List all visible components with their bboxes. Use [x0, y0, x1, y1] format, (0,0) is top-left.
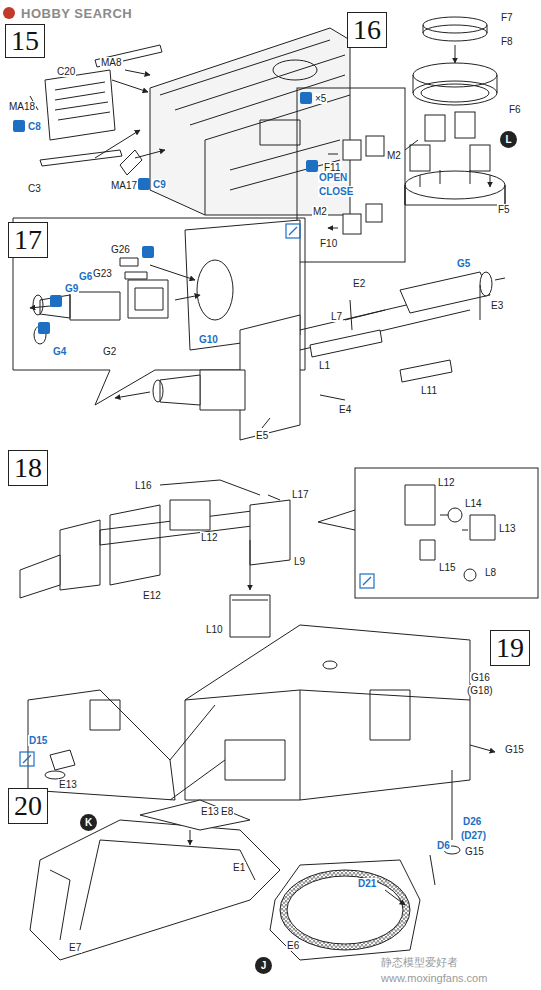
part-number: G5 [456, 258, 471, 269]
part-number: E13 [200, 806, 220, 817]
part-number: L8 [484, 567, 497, 578]
watermark: www.moxingfans.com [380, 972, 488, 985]
part-number: G16 [470, 672, 491, 683]
part-number: L17 [291, 489, 310, 500]
cement-icon [13, 92, 318, 334]
part-number: L12 [437, 477, 456, 488]
part-number: L7 [330, 311, 343, 322]
part-number: ×5 [314, 93, 327, 104]
line-art [3, 7, 538, 960]
node-text: 17 [9, 223, 47, 256]
part-number: E4 [338, 404, 352, 415]
part-number: L9 [293, 556, 306, 567]
node-text: 16 [348, 13, 386, 46]
part-number: MA17 [110, 180, 138, 191]
part-number: M2 [386, 150, 402, 161]
step-number-box: 15 [5, 24, 45, 58]
part-number: M2 [312, 206, 328, 217]
watermark: 静态模型爱好者 [380, 956, 459, 969]
step-number-box: 17 [8, 222, 48, 258]
part-number: C8 [27, 121, 42, 132]
node-text: L [500, 131, 517, 148]
part-number: G10 [198, 334, 219, 345]
part-number: MA18 [8, 101, 36, 112]
node-text: 20 [9, 789, 47, 822]
step-number-box: 19 [490, 630, 530, 666]
part-number: F6 [508, 104, 522, 115]
part-number: G15 [464, 846, 485, 857]
part-number: E3 [490, 300, 504, 311]
part-number: L15 [438, 562, 457, 573]
part-number: G9 [64, 283, 79, 294]
node-text: 18 [9, 451, 47, 484]
paint-icon [20, 224, 374, 766]
part-number: G4 [52, 346, 67, 357]
site-logo-text: HOBBY SEARCH [20, 6, 133, 21]
part-number: L12 [200, 532, 219, 543]
part-number: E6 [286, 940, 300, 951]
part-number: L13 [498, 523, 517, 534]
part-number: (D27) [460, 830, 487, 841]
part-number: G2 [102, 346, 117, 357]
node-text: 19 [491, 631, 529, 664]
part-number: C9 [152, 179, 167, 190]
part-number: F8 [500, 36, 514, 47]
part-number: L11 [420, 385, 438, 396]
part-number: E5 [255, 430, 269, 441]
part-number: C3 [27, 183, 42, 194]
part-number: G23 [92, 268, 113, 279]
step-number-box: 20 [8, 788, 48, 824]
callout-circle: J [255, 957, 272, 974]
part-number: E1 [232, 862, 246, 873]
part-number: L16 [134, 480, 153, 491]
part-number: D21 [357, 878, 377, 889]
part-number: OPEN [318, 172, 348, 183]
part-number: D26 [462, 816, 482, 827]
part-number: L1 [318, 360, 331, 371]
callout-circle: L [500, 131, 517, 148]
step-number-box: 18 [8, 450, 48, 486]
part-number: E7 [68, 942, 82, 953]
part-number: MA8 [100, 57, 123, 68]
part-number: F5 [497, 204, 511, 215]
part-number: E12 [142, 590, 162, 601]
node-text: K [80, 814, 97, 831]
part-number: E8 [220, 806, 234, 817]
part-number: G6 [78, 271, 93, 282]
part-number: C20 [56, 66, 76, 77]
part-number: D15 [28, 735, 48, 746]
step-number-box: 16 [347, 12, 387, 48]
part-number: CLOSE [318, 186, 354, 197]
part-number: F7 [500, 12, 514, 23]
node-text: J [255, 957, 272, 974]
part-number: L10 [205, 624, 224, 635]
callout-circle: K [80, 814, 97, 831]
part-number: G26 [110, 244, 131, 255]
part-number: (G18) [466, 685, 494, 696]
part-number: E13 [58, 779, 78, 790]
part-number: E2 [352, 278, 366, 289]
part-number: F10 [319, 238, 338, 249]
part-number: L14 [464, 498, 483, 509]
part-number: D6 [436, 840, 451, 851]
part-number: G15 [504, 744, 525, 755]
node-text: 15 [6, 25, 44, 56]
